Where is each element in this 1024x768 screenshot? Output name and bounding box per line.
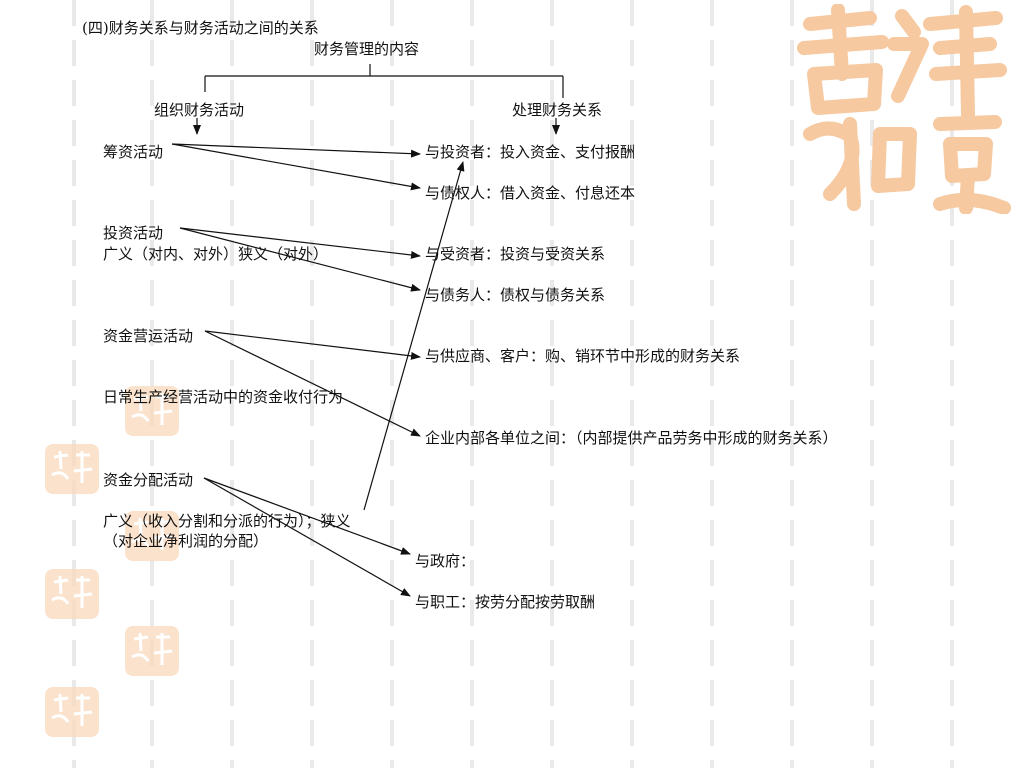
relation-internal: 企业内部各单位之间：（内部提供产品劳务中形成的财务关系）	[425, 429, 838, 447]
decorative-stamp	[125, 386, 179, 436]
stripe	[150, 0, 154, 768]
branch-right: 处理财务关系	[512, 101, 603, 119]
stripe	[390, 0, 394, 768]
stripe	[630, 0, 634, 768]
relation-suppliers: 与供应商、客户：购、销环节中形成的财务关系	[425, 347, 741, 365]
root-node: 财务管理的内容	[314, 40, 420, 58]
relation-investors: 与投资者：投入资金、支付报酬	[425, 143, 636, 161]
relation-government: 与政府：	[415, 552, 476, 570]
stripe	[72, 0, 76, 768]
relation-investees: 与受资者：投资与受资关系	[425, 245, 606, 263]
activity-distribution: 资金分配活动	[103, 471, 194, 489]
decorative-seal-logo	[797, 4, 1011, 214]
activity-investing: 投资活动	[103, 224, 164, 242]
activity-operating: 资金营运活动	[103, 327, 194, 345]
activity-distribution-scope: 广义（收入分割和分派的行为）；狭义	[103, 512, 351, 530]
relation-employees: 与职工：按劳分配按劳取酬	[415, 593, 596, 611]
stripe	[310, 0, 314, 768]
slide-heading: (四)财务关系与财务活动之间的关系	[82, 19, 319, 37]
activity-operating-note: 日常生产经营活动中的资金收付行为	[103, 388, 344, 406]
stripe	[790, 0, 794, 768]
branch-left: 组织财务活动	[154, 101, 245, 119]
activity-financing: 筹资活动	[103, 143, 164, 161]
decorative-stamp	[125, 626, 179, 676]
stripe	[950, 0, 954, 768]
decorative-stamp	[45, 569, 99, 619]
activity-distribution-scope-2: （对企业净利润的分配）	[103, 532, 269, 550]
stripe	[230, 0, 234, 768]
relation-creditors: 与债权人：借入资金、付息还本	[425, 184, 636, 202]
decorative-stamp	[45, 444, 99, 494]
decorative-stamp	[45, 687, 99, 737]
stripe	[550, 0, 554, 768]
stripe	[710, 0, 714, 768]
stripe	[870, 0, 874, 768]
stripe	[470, 0, 474, 768]
activity-investing-scope: 广义（对内、对外）狭义（对外）	[103, 245, 329, 263]
decorative-stamp	[125, 511, 179, 561]
relation-debtors: 与债务人：债权与债务关系	[425, 286, 606, 304]
